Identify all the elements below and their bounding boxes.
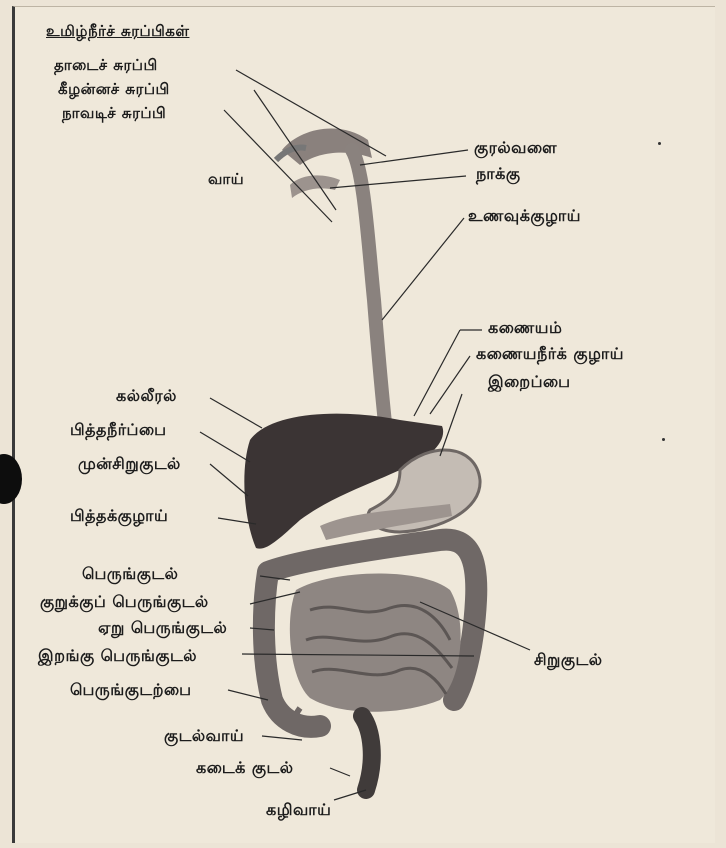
label-duodenum: முன்சிறுகுடல் bbox=[78, 454, 181, 475]
label-stomach: இறைப்பை bbox=[488, 372, 571, 393]
label-tongue: நாக்கு bbox=[476, 164, 520, 185]
label-bile-duct: பித்தக்குழாய் bbox=[70, 506, 168, 527]
label-larynx: குரல்வளை bbox=[474, 138, 557, 159]
label-pancreatic-duct: கணையநீர்க் குழாய் bbox=[476, 344, 624, 365]
label-appendix: குடல்வாய் bbox=[164, 726, 244, 747]
label-rectum: கடைக் குடல் bbox=[196, 758, 294, 779]
label-gall-bladder: பித்தநீர்ப்பை bbox=[70, 420, 167, 441]
rectum-shape bbox=[362, 716, 372, 790]
label-parotid-gland: தாடைச் சுரப்பி bbox=[54, 56, 158, 76]
label-anus: கழிவாய் bbox=[266, 800, 331, 821]
label-caecum: பெருங்குடற்பை bbox=[70, 680, 192, 701]
esophagus bbox=[352, 150, 388, 450]
label-submandibular-gland: கீழன்னச் சுரப்பி bbox=[58, 80, 170, 100]
label-large-intestine: பெருங்குடல் bbox=[82, 564, 178, 585]
label-mouth: வாய் bbox=[208, 170, 244, 190]
label-liver: கல்லீரல் bbox=[116, 386, 177, 407]
label-pancreas: கணையம் bbox=[488, 318, 562, 339]
label-sublingual-gland: நாவடிச் சுரப்பி bbox=[62, 104, 166, 124]
small-intestine bbox=[290, 573, 461, 711]
label-transverse-colon: குறுக்குப் பெருங்குடல் bbox=[40, 592, 209, 613]
label-descending-colon: இறங்கு பெருங்குடல் bbox=[38, 646, 197, 667]
label-ascending-colon: ஏறு பெருங்குடல் bbox=[98, 618, 227, 639]
salivary-glands-title: உமிழ்நீர்ச் சுரப்பிகள் bbox=[46, 22, 189, 42]
label-esophagus: உணவுக்குழாய் bbox=[468, 206, 581, 227]
label-small-intestine: சிறுகுடல் bbox=[534, 650, 603, 671]
